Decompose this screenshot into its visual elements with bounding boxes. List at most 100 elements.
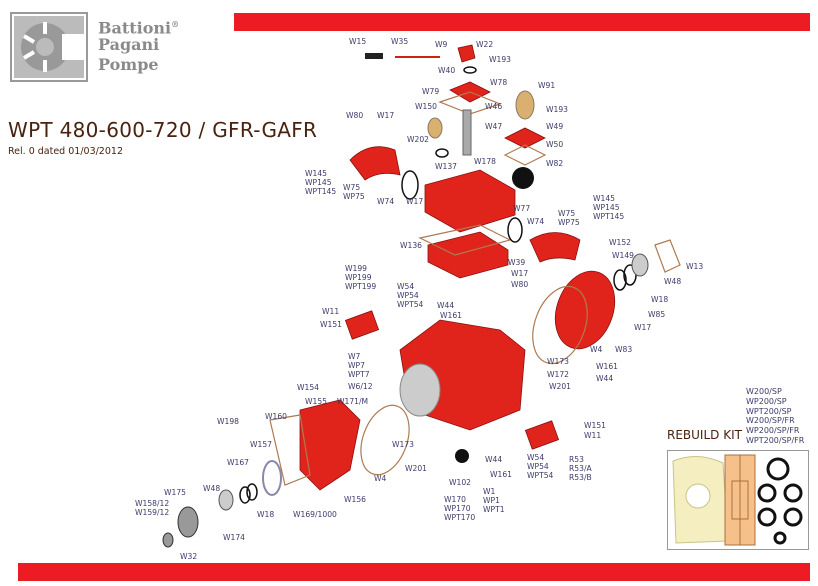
part-label: W22	[476, 40, 494, 49]
part-label: W136	[400, 241, 423, 250]
ring-w169	[262, 460, 282, 496]
gear-w158	[177, 506, 199, 538]
oring-w40	[463, 66, 477, 74]
part-label: W82	[546, 159, 564, 168]
plug-w102	[455, 449, 469, 463]
part-label: W9	[435, 40, 448, 49]
part-label: W32	[180, 552, 198, 561]
gasket-w157	[269, 414, 311, 486]
part-label: W193	[546, 105, 569, 114]
stem-w47	[462, 109, 472, 156]
oring-w74	[401, 170, 419, 200]
part-label: W156	[344, 495, 367, 504]
part-label: W157	[250, 440, 273, 449]
oring-w18-front	[239, 486, 251, 504]
part-label: W169/1000	[293, 510, 337, 519]
shaft-w15	[365, 53, 383, 59]
part-label: W161	[440, 311, 463, 320]
part-label: W151	[320, 320, 343, 329]
part-label: W155	[305, 397, 328, 406]
gasket-w50	[503, 144, 547, 166]
part-label: W54 WP54 WPT54	[397, 282, 424, 309]
part-label: W150	[415, 102, 438, 111]
part-label: W172	[547, 370, 570, 379]
oring-w74-right	[507, 217, 523, 243]
part-label: W75 WP75	[558, 209, 580, 227]
part-label: W75 WP75	[343, 183, 365, 201]
gasket-w4	[360, 404, 410, 476]
part-label: W78	[490, 78, 508, 87]
rebuild-kit-image	[667, 450, 809, 550]
part-label: W85	[648, 310, 666, 319]
valve-w91	[515, 90, 535, 120]
part-label: W46	[485, 102, 503, 111]
brand-line1: Battioni	[98, 18, 172, 38]
part-label: W201	[405, 464, 428, 473]
header-red-bar	[234, 13, 810, 31]
part-label: W161	[596, 362, 619, 371]
top-valve-body	[424, 169, 516, 233]
part-label: W1 WP1 WPT1	[483, 487, 505, 514]
oring-w18	[613, 269, 627, 291]
bearing-w48-front	[218, 489, 234, 511]
inspection-cover-left	[344, 310, 380, 340]
middle-plate	[427, 231, 509, 279]
part-label: W149	[612, 251, 635, 260]
part-label: W174	[223, 533, 246, 542]
part-label: W158/12 W159/12	[135, 499, 170, 517]
part-label: W17	[406, 197, 424, 206]
cap-w22	[457, 44, 476, 63]
part-label: W167	[227, 458, 250, 467]
part-label: W13	[686, 262, 704, 271]
part-label: W173	[392, 440, 415, 449]
part-label: W44	[485, 455, 503, 464]
part-label: W175	[164, 488, 187, 497]
part-label: W15	[349, 37, 367, 46]
part-label: W154	[297, 383, 320, 392]
part-label: W83	[615, 345, 633, 354]
part-label: W6/12	[348, 382, 373, 391]
footer-red-bar	[18, 563, 810, 581]
ball-w82	[512, 167, 534, 189]
elbow-left	[349, 146, 401, 181]
part-label: W44	[596, 374, 614, 383]
part-label: W74	[527, 217, 545, 226]
part-label: W160	[265, 412, 288, 421]
part-label: W170 WP170 WPT170	[444, 495, 476, 522]
part-label: W193	[489, 55, 512, 64]
part-label: W171/M	[337, 397, 369, 406]
page-title: WPT 480-600-720 / GFR-GAFR	[8, 118, 318, 142]
bearing-w32	[162, 532, 174, 548]
part-label: W145 WP145 WPT145	[305, 169, 337, 196]
company-logo	[10, 12, 88, 82]
part-label: W173	[547, 357, 570, 366]
part-label: W201	[549, 382, 572, 391]
part-label: W48	[664, 277, 682, 286]
part-label: W79	[422, 87, 440, 96]
part-label: W198	[217, 417, 240, 426]
part-label: W74	[377, 197, 395, 206]
brand-line3: Pompe	[98, 55, 159, 74]
rear-cover	[554, 270, 616, 350]
part-label: W152	[609, 238, 632, 247]
part-label: W54 WP54 WPT54	[527, 453, 554, 480]
gasket-w39	[418, 224, 512, 256]
rotor-w170	[399, 363, 441, 417]
brand-line2: Pagani	[98, 35, 160, 54]
part-label: W50	[546, 140, 564, 149]
part-label: W17	[634, 323, 652, 332]
gasket-w79	[438, 91, 502, 115]
part-label: W151	[584, 421, 607, 430]
part-label: W47	[485, 122, 503, 131]
part-label: W18	[651, 295, 669, 304]
gasket-w13	[654, 239, 681, 273]
part-label: W199 WP199 WPT199	[345, 264, 377, 291]
brand-name: Battioni®	[98, 15, 179, 37]
part-label: W48	[203, 484, 221, 493]
gasket-w83	[532, 285, 588, 365]
front-cover	[299, 399, 361, 491]
part-label: W80	[346, 111, 364, 120]
part-label: W35	[391, 37, 409, 46]
rebuild-kit-codes: W200/SP WP200/SP WPT200/SP W200/SP/FR WP…	[746, 387, 805, 445]
part-label: W161	[490, 470, 513, 479]
